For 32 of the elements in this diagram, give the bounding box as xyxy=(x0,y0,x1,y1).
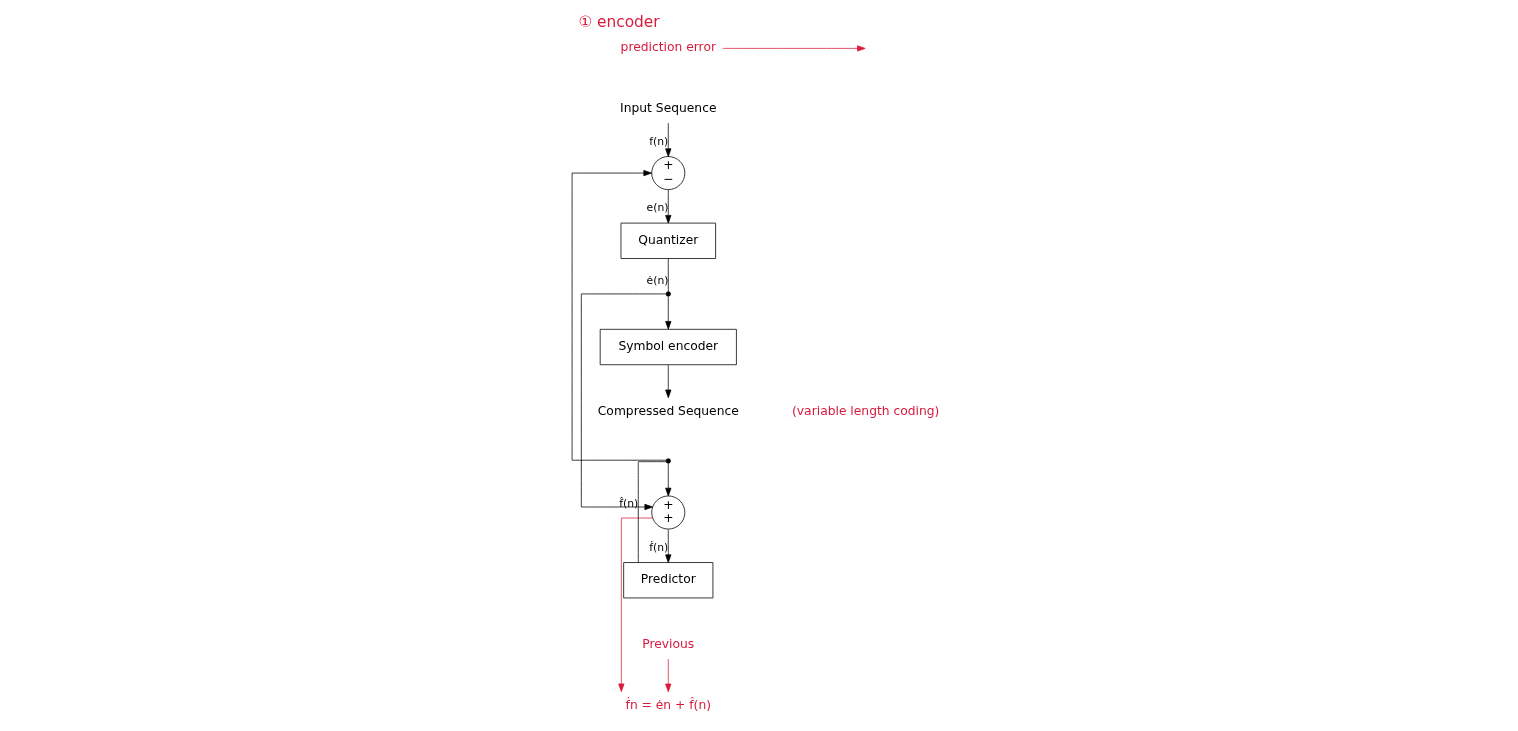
node-box: Predictor xyxy=(622,562,713,599)
arrow xyxy=(571,170,666,461)
node-circle: + + xyxy=(650,495,685,530)
arrow xyxy=(664,295,671,330)
node-circle: + − xyxy=(650,156,685,190)
edge-label: f(n) xyxy=(648,134,668,148)
node-text: Previous xyxy=(641,636,694,651)
label: (variable length coding) xyxy=(791,403,939,418)
arrow xyxy=(664,463,671,497)
arrow xyxy=(664,658,671,693)
edge-label: ė(n) xyxy=(646,273,668,287)
edge-label: e(n) xyxy=(646,201,668,215)
arrow xyxy=(664,528,671,563)
node-point xyxy=(665,458,671,464)
arrow xyxy=(664,122,671,157)
arrow xyxy=(617,517,653,692)
edge-label: f̂(n) xyxy=(618,496,638,510)
arrow xyxy=(580,293,666,511)
edge-label: ḟ(n) xyxy=(648,540,668,554)
node-text: Compressed Sequence xyxy=(597,403,739,418)
arrow xyxy=(664,189,671,224)
node-text: prediction error xyxy=(620,40,716,55)
node-point xyxy=(665,291,671,297)
diagram-title: ① encoder xyxy=(577,12,660,31)
node-box: Symbol encoder xyxy=(599,328,737,366)
connector xyxy=(667,258,669,293)
connector xyxy=(637,461,667,563)
node-text: ḟn = ėn + f̂(n) xyxy=(625,697,711,712)
arrow xyxy=(721,45,866,52)
node-box: Quantizer xyxy=(620,222,716,259)
arrow xyxy=(664,364,671,399)
node-text: Input Sequence xyxy=(619,101,716,116)
